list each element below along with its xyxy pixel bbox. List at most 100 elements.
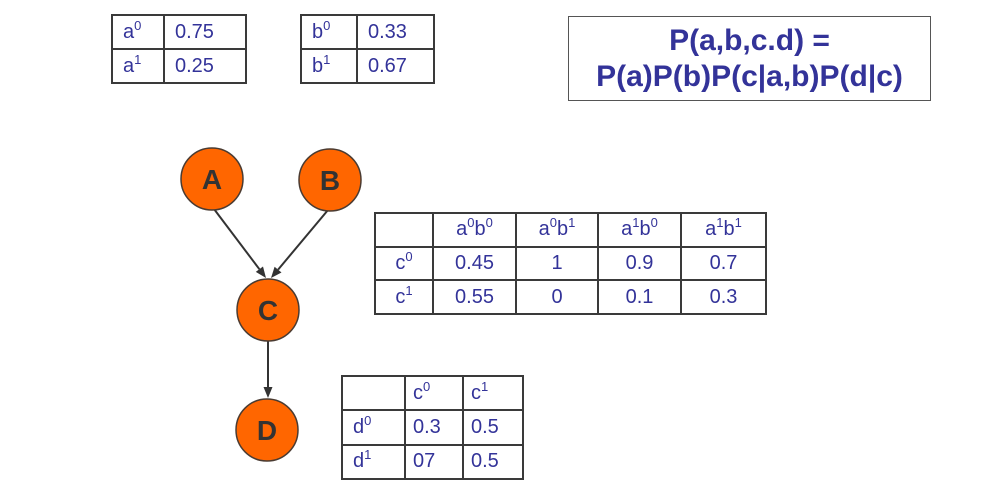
probability-cell: 0.5 [462, 409, 524, 446]
variable-symbol: b [312, 54, 324, 77]
node-c-label: C [258, 295, 278, 326]
node-c: C [236, 278, 300, 342]
node-a-label: A [202, 164, 222, 195]
variable-value-superscript: 0 [549, 215, 557, 231]
node-a-circle [180, 147, 244, 211]
probability-cell: 0.25 [163, 48, 247, 84]
variable-symbol: c [395, 285, 406, 308]
node-d-circle [235, 398, 299, 462]
probability-cell: 0.9 [597, 245, 682, 282]
column-header: a0b1 [515, 212, 599, 248]
node-c-circle [236, 278, 300, 342]
probability-cell: 0 [515, 279, 599, 315]
variable-symbol: b [312, 20, 324, 43]
column-header: a1b1 [680, 212, 767, 248]
variable-symbol: c [471, 381, 481, 404]
variable-symbol: b [639, 218, 651, 241]
variable-value-superscript: 1 [364, 447, 372, 463]
arrowhead [263, 387, 273, 398]
probability-cell: 0.7 [680, 245, 767, 282]
joint-probability-formula: P(a,b,c.d) = P(a)P(b)P(c|a,b)P(d|c) [568, 16, 931, 101]
variable-value-superscript: 0 [134, 17, 142, 33]
variable-value-superscript: 1 [632, 215, 640, 231]
variable-value-superscript: 1 [405, 282, 413, 298]
column-header: c1 [462, 374, 524, 412]
variable-symbol: c [413, 381, 423, 404]
probability-cell: 0.55 [432, 279, 517, 315]
edge-c-to-d [263, 341, 273, 398]
node-b-circle [298, 148, 362, 212]
arrowhead [255, 266, 266, 278]
row-label: c1 [374, 279, 434, 315]
node-b: B [298, 148, 362, 212]
node-d-label: D [257, 415, 277, 446]
variable-symbol: b [723, 218, 735, 241]
probability-cell: 0.3 [404, 409, 464, 446]
variable-symbol: b [474, 218, 486, 241]
variable-symbol: a [621, 218, 633, 241]
variable-symbol: d [353, 450, 365, 473]
variable-value-superscript: 1 [568, 215, 576, 231]
row-label: b0 [300, 14, 358, 50]
node-b-label: B [320, 165, 340, 196]
probability-cell: 07 [404, 443, 464, 481]
variable-symbol: b [557, 218, 569, 241]
probability-cell: 0.67 [356, 48, 435, 84]
variable-value-superscript: 1 [734, 215, 742, 231]
row-label: d1 [341, 443, 406, 481]
variable-value-superscript: 1 [481, 378, 489, 394]
probability-cell: 0.1 [597, 279, 682, 315]
row-label: a1 [111, 48, 165, 84]
edge-a-to-c [213, 208, 266, 278]
node-a: A [180, 147, 244, 211]
variable-value-superscript: 0 [364, 412, 372, 428]
probability-cell: 0.3 [680, 279, 767, 315]
arrowhead [271, 266, 282, 278]
variable-value-superscript: 0 [405, 248, 413, 264]
row-label: a0 [111, 14, 165, 50]
variable-value-superscript: 0 [323, 17, 331, 33]
variable-symbol: a [123, 54, 135, 77]
row-label: d0 [341, 409, 406, 446]
variable-symbol: d [353, 415, 365, 438]
variable-symbol: a [705, 218, 717, 241]
formula-line-2: P(a)P(b)P(c|a,b)P(d|c) [596, 59, 903, 93]
probability-cell: 1 [515, 245, 599, 282]
edge-line [277, 209, 329, 271]
node-d: D [235, 398, 299, 462]
corner-cell [374, 212, 434, 248]
variable-value-superscript: 0 [423, 378, 431, 394]
variable-value-superscript: 1 [716, 215, 724, 231]
edge-line [213, 208, 261, 270]
variable-symbol: a [456, 218, 468, 241]
probability-cell: 0.33 [356, 14, 435, 50]
variable-value-superscript: 0 [485, 215, 493, 231]
corner-cell [341, 374, 406, 412]
variable-symbol: c [395, 251, 406, 274]
column-header: a0b0 [432, 212, 517, 248]
variable-symbol: a [538, 218, 550, 241]
row-label: b1 [300, 48, 358, 84]
probability-cell: 0.5 [462, 443, 524, 481]
edge-b-to-c [271, 209, 329, 278]
variable-value-superscript: 0 [650, 215, 658, 231]
variable-value-superscript: 1 [323, 51, 331, 67]
